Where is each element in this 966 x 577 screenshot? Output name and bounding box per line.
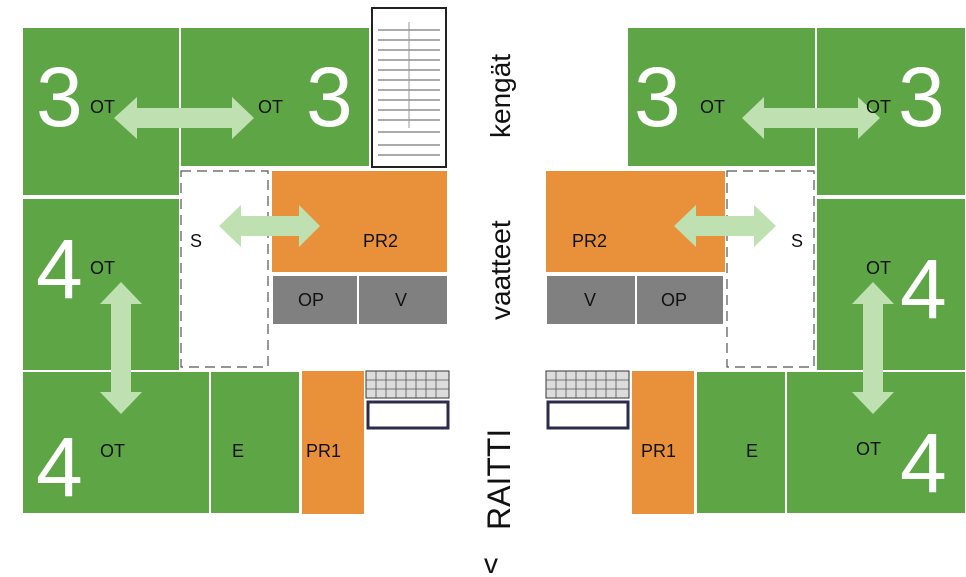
ot-label-left-2: OT [258, 97, 283, 117]
room-left-pr1 [302, 371, 364, 514]
big-number-left-3b: 3 [306, 50, 353, 144]
ot-label-right-3: OT [866, 258, 891, 278]
ot-label-left-3: OT [90, 258, 115, 278]
big-number-right-3b: 3 [898, 50, 945, 144]
room-right-v [547, 276, 635, 324]
grid-shelf-left-icon [365, 370, 450, 430]
pr1-label-left: PR1 [306, 441, 341, 461]
double-arrow-left-top-icon [114, 97, 254, 139]
v-label-right: V [584, 290, 596, 310]
ot-label-right-2: OT [866, 97, 891, 117]
big-number-left-4a: 4 [36, 222, 83, 316]
room-left-s [180, 170, 269, 368]
double-arrow-right-vertical-icon [852, 282, 894, 414]
big-number-right-3a: 3 [634, 50, 681, 144]
double-arrow-right-s-icon [674, 205, 776, 247]
pr1-label-right: PR1 [641, 441, 676, 461]
ot-label-left-4: OT [100, 441, 125, 461]
kengat-label: kengät [485, 54, 516, 138]
op-label-left: OP [298, 290, 324, 310]
raitti-label: RAITTI [481, 429, 517, 530]
room-left-op [273, 276, 357, 324]
pr2-label-right: PR2 [572, 231, 607, 251]
double-arrow-right-top-icon [742, 97, 880, 139]
ot-label-left-1: OT [90, 97, 115, 117]
ot-label-right-4: OT [856, 439, 881, 459]
double-arrow-left-s-icon [219, 205, 320, 247]
big-number-right-4b: 4 [900, 416, 947, 510]
big-number-left-4b: 4 [36, 420, 83, 514]
room-right-4-mid [815, 197, 966, 372]
room-right-e [695, 370, 787, 515]
room-left-v [359, 276, 447, 324]
pr2-label-left: PR2 [363, 231, 398, 251]
s-label-left: S [190, 231, 202, 251]
bottom-v-label: v [484, 548, 498, 577]
e-label-left: E [232, 441, 244, 461]
big-number-left-3a: 3 [36, 50, 83, 144]
shoe-rack-icon [371, 7, 447, 168]
big-number-right-4a: 4 [900, 242, 947, 336]
room-right-s [726, 170, 815, 368]
room-left-4-mid [21, 197, 181, 372]
e-label-right: E [746, 441, 758, 461]
room-left-3-inner [179, 26, 371, 168]
room-left-e [209, 370, 301, 515]
room-right-pr1 [632, 371, 694, 514]
op-label-right: OP [661, 290, 687, 310]
grid-shelf-right-icon [545, 370, 630, 430]
v-label-left: V [395, 290, 407, 310]
s-label-right: S [791, 231, 803, 251]
room-right-op [637, 276, 723, 324]
vaatteet-label: vaatteet [485, 220, 516, 320]
room-right-3-inner [626, 26, 817, 168]
ot-label-right-1: OT [700, 97, 725, 117]
double-arrow-left-vertical-icon [100, 282, 142, 414]
